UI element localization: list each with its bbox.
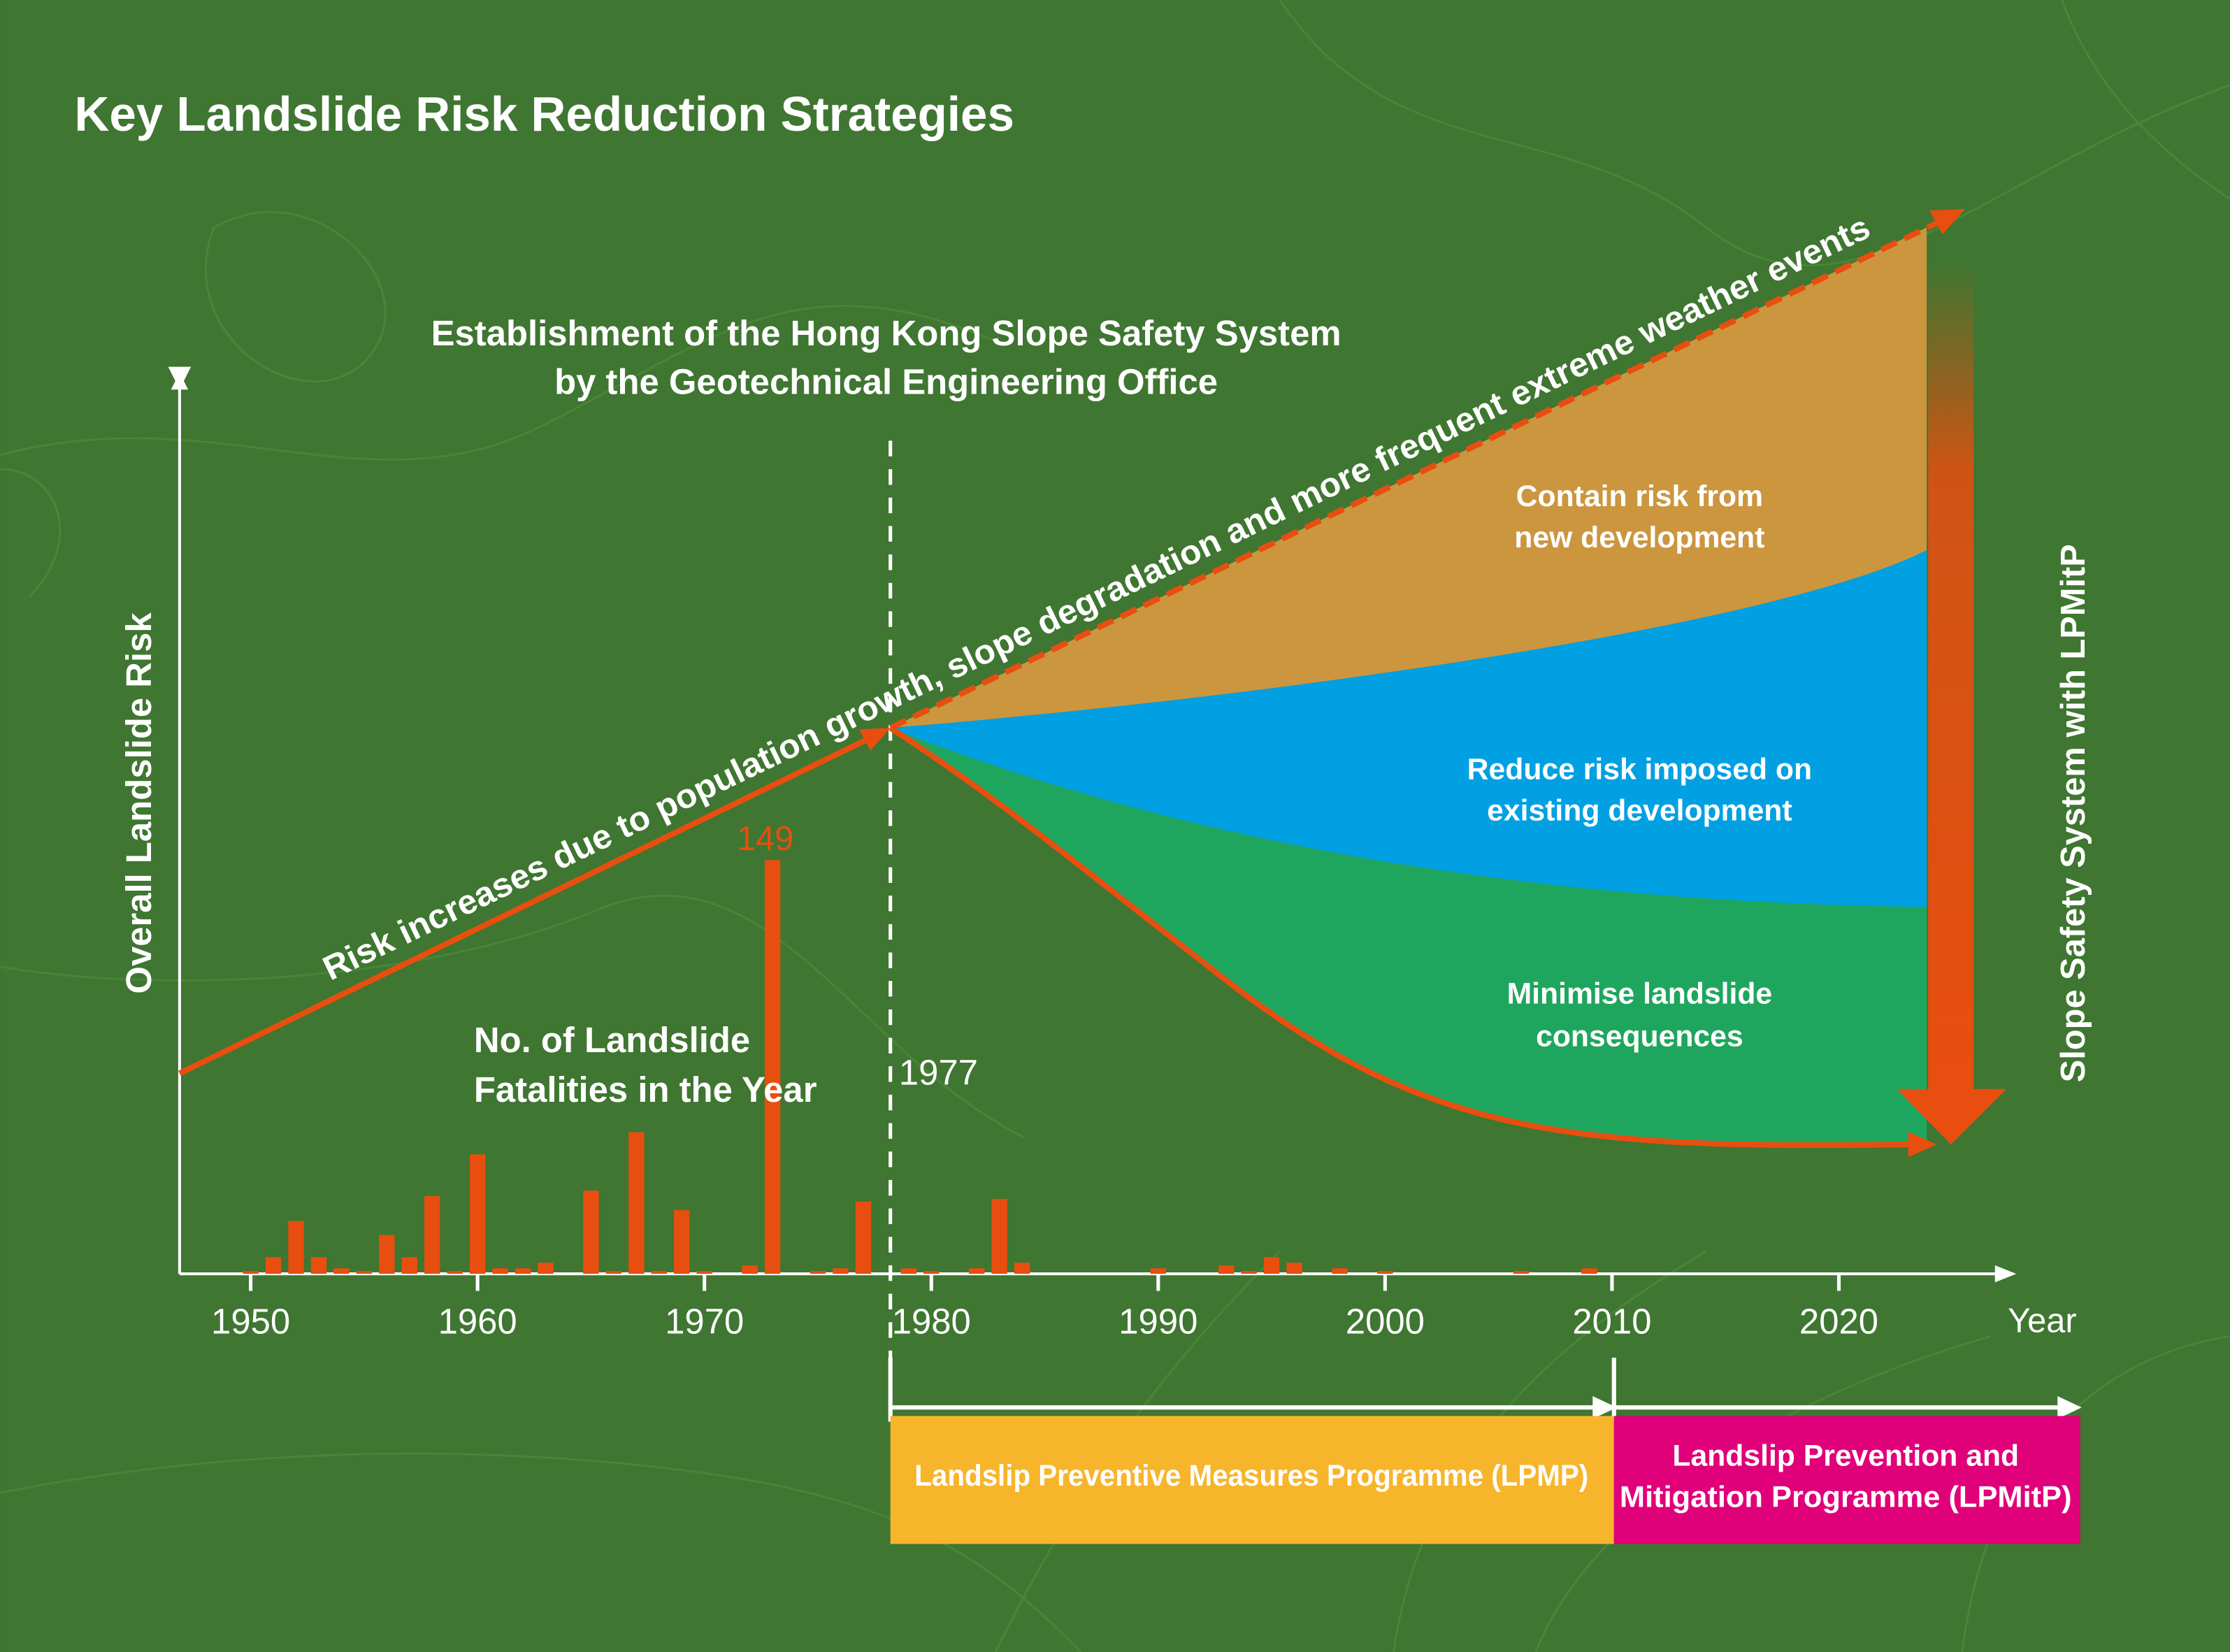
fatality-bar-1967: [628, 1132, 645, 1274]
x-tick-label-1970: 1970: [665, 1301, 744, 1341]
fatality-bar-1961: [492, 1268, 508, 1274]
x-tick-label-2020: 2020: [1799, 1301, 1878, 1341]
fatality-bar-1979: [900, 1268, 916, 1274]
fatality-bar-1960: [469, 1154, 486, 1274]
risk-increase-line: [178, 735, 872, 1076]
reduced-risk-curve: [889, 725, 1913, 1149]
y-axis-label: Overall Landslide Risk: [119, 612, 159, 994]
lpmitp-label-line1: Landslip Prevention and: [1672, 1439, 2019, 1473]
fatality-bar-1980: [923, 1271, 940, 1274]
lpmp-label: Landslip Preventive Measures Programme (…: [914, 1459, 1588, 1493]
x-tick-label-2000: 2000: [1346, 1301, 1425, 1341]
x-axis-label: Year: [2008, 1302, 2077, 1339]
reduce-risk-label-line2: existing development: [1487, 793, 1792, 827]
lpmitp-box: [1613, 1416, 2080, 1544]
x-tick-label-1980: 1980: [892, 1301, 971, 1341]
fatality-bar-1959: [447, 1271, 463, 1274]
fatality-bar-1996: [1286, 1263, 1302, 1274]
x-tick-label-1950: 1950: [211, 1301, 290, 1341]
fatality-bar-1956: [379, 1235, 395, 1274]
fatality-bar-1993: [1218, 1265, 1235, 1274]
projected-risk-arrow-icon: [1929, 208, 1966, 235]
fatalities-label-line1: No. of Landslide: [474, 1020, 750, 1060]
establishment-label-line2: by the Geotechnical Engineering Office: [554, 361, 1218, 401]
minimise-label-line1: Minimise landslide: [1507, 977, 1773, 1011]
fatality-bar-1955: [356, 1271, 373, 1274]
fatality-bar-1976: [833, 1268, 849, 1274]
fatality-bar-2009: [1581, 1268, 1597, 1274]
slope-safety-system-label: Slope Safety System with LPMitP: [2055, 544, 2092, 1082]
projected-risk-dashed-line: [889, 217, 1944, 731]
minimise-label-line2: consequences: [1536, 1020, 1743, 1054]
risk-increase-arrow-icon: [858, 728, 891, 751]
lpmp-box: [890, 1416, 1614, 1544]
fatality-bar-2006: [1513, 1271, 1530, 1274]
fatality-bar-1983: [991, 1198, 1007, 1274]
fatality-bar-1977: [855, 1201, 872, 1274]
y-axis-arrow-icon: [171, 372, 189, 390]
x-ticks: 1950 1960 1970 1980 1990 2000 2010 2020: [211, 1274, 1878, 1341]
fatality-bar-1972: [742, 1265, 758, 1274]
fatality-bar-1963: [538, 1263, 554, 1274]
establishment-label-line1: Establishment of the Hong Kong Slope Saf…: [431, 313, 1341, 353]
fatality-bar-1995: [1263, 1257, 1280, 1274]
reduce-risk-label-line1: Reduce risk imposed on: [1467, 752, 1812, 786]
fatality-bar-1966: [605, 1271, 622, 1274]
fatality-bar-1998: [1332, 1268, 1348, 1274]
fatality-bars: [243, 860, 1597, 1274]
fatality-bar-1957: [401, 1257, 417, 1274]
x-tick-label-2010: 2010: [1572, 1301, 1651, 1341]
reduce-risk-area: [890, 550, 1927, 907]
fatality-bar-1975: [810, 1271, 826, 1274]
fatality-bar-1953: [310, 1257, 327, 1274]
contain-risk-label-line2: new development: [1514, 521, 1764, 554]
fatality-bar-1951: [265, 1257, 282, 1274]
x-tick-label-1960: 1960: [438, 1301, 517, 1341]
fatality-bar-1969: [674, 1209, 690, 1274]
fatality-bar-1994: [1241, 1271, 1257, 1274]
fatality-bar-1973: [764, 860, 781, 1274]
lpmp-arrow-icon: [1592, 1395, 1617, 1419]
slope-safety-arrow-shaft: [1928, 263, 1974, 1095]
chart-title: Key Landslide Risk Reduction Strategies: [74, 87, 1014, 141]
minimise-consequences-area: [890, 728, 1927, 1147]
fatality-bar-1954: [333, 1268, 350, 1274]
fatality-bar-1950: [243, 1271, 259, 1274]
fatality-bar-1965: [583, 1190, 599, 1274]
fatality-bar-1984: [1014, 1263, 1030, 1274]
programme-timeline: Landslip Preventive Measures Programme (…: [888, 1358, 2082, 1544]
reduced-risk-arrow-icon: [1908, 1131, 1937, 1158]
lpmitp-label-line2: Mitigation Programme (LPMitP): [1620, 1481, 2072, 1514]
fatality-bar-1958: [424, 1195, 440, 1274]
x-tick-label-1990: 1990: [1118, 1301, 1197, 1341]
lpmitp-arrow-icon: [2057, 1395, 2082, 1419]
peak-value-label: 149: [737, 820, 793, 858]
fatalities-label-line2: Fatalities in the Year: [474, 1070, 817, 1109]
slope-safety-arrow-head: [1897, 1089, 2007, 1145]
fatality-bar-1970: [696, 1271, 712, 1274]
x-axis-arrow-icon: [1994, 1265, 2017, 1283]
year-1977-label: 1977: [899, 1053, 978, 1093]
contain-risk-label-line1: Contain risk from: [1516, 480, 1763, 513]
fatality-bar-1982: [968, 1268, 985, 1274]
fatality-bar-1962: [515, 1268, 531, 1274]
fatality-bar-2000: [1377, 1271, 1393, 1274]
fatality-bar-1968: [651, 1271, 667, 1274]
fatality-bar-1990: [1150, 1268, 1167, 1274]
fatality-bar-1952: [288, 1221, 304, 1274]
